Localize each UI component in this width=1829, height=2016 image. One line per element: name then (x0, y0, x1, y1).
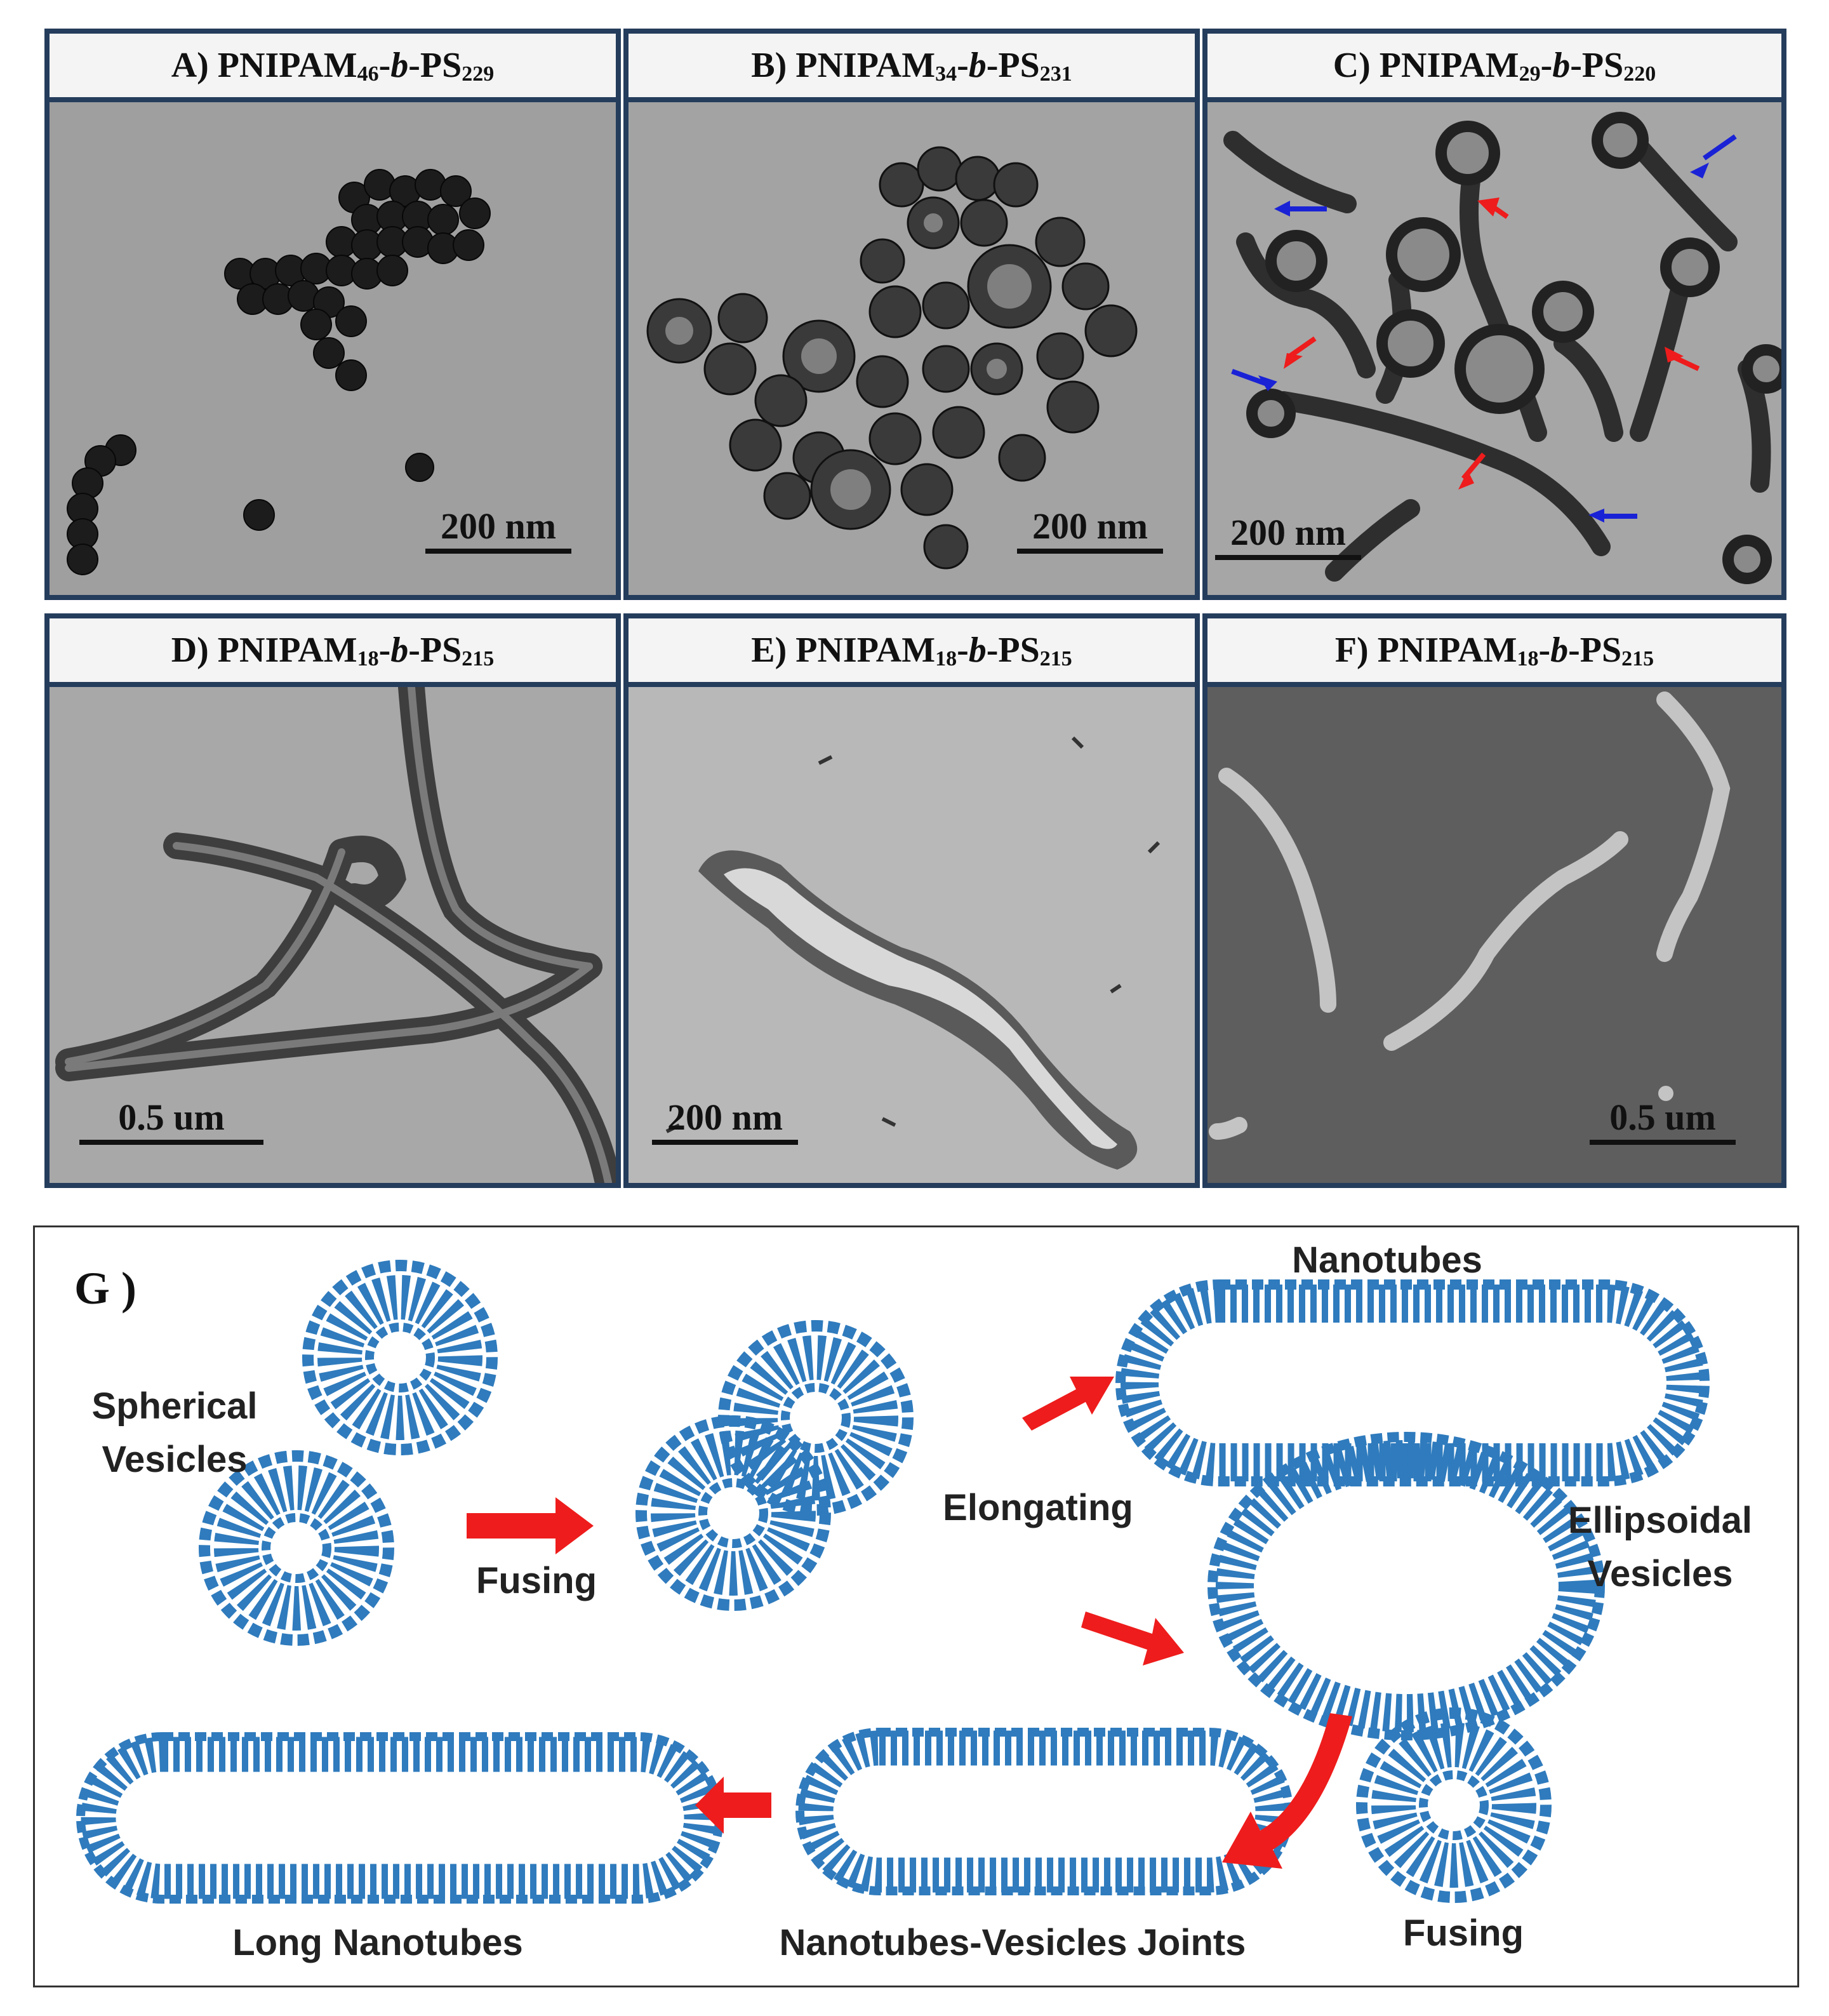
label-nanotubes: Nanotubes (1292, 1239, 1482, 1281)
scale-bar-f: 0.5 um (1590, 1096, 1736, 1145)
arrow-to-ellipsoidal (1081, 1612, 1184, 1666)
schematic-drawing (76, 1227, 1710, 1986)
long-nanotube-shape (81, 1737, 719, 1899)
arrow-to-nanotubes (1022, 1377, 1114, 1431)
scale-bar-c: 200 nm (1215, 511, 1361, 560)
nanotube-shape (1121, 1285, 1705, 1481)
label-fusing-1: Fusing (476, 1560, 597, 1601)
arrow-curved-fusing (1222, 1713, 1352, 1869)
spherical-vesicle-top (308, 1265, 492, 1450)
panel-d-micrograph (50, 687, 616, 1183)
nanotube-vesicle-joint-shape (798, 1730, 1291, 1893)
label-nanotubes-vesicles-joints: Nanotubes-Vesicles Joints (779, 1922, 1246, 1963)
panel-a-micrograph (50, 102, 616, 595)
panel-g-schematic: G ) Spherical Vesicles Fusing Elongating… (33, 1225, 1799, 1987)
scale-bar-a: 200 nm (425, 505, 571, 554)
panel-g-letter: G ) (74, 1263, 136, 1314)
scale-bar-e: 200 nm (652, 1096, 798, 1145)
scale-bar-d: 0.5 um (79, 1096, 263, 1145)
label-elongating: Elongating (943, 1487, 1133, 1528)
panel-f-micrograph (1207, 687, 1781, 1183)
panel-b-micrograph (629, 102, 1195, 595)
small-vesicle-fusing (1362, 1713, 1546, 1897)
label-fusing-2: Fusing (1402, 1913, 1524, 1954)
arrow-to-long-nanotubes (695, 1777, 771, 1834)
ellipsoidal-vesicle-shape (1216, 1440, 1597, 1732)
scale-bar-b: 200 nm (1017, 505, 1163, 554)
panel-c-micrograph (1207, 102, 1781, 595)
label-ellipsoidal-vesicles: Ellipsoidal Vesicles (1567, 1500, 1753, 1595)
label-long-nanotubes: Long Nanotubes (232, 1922, 523, 1963)
label-spherical-vesicles: Spherical Vesicles (91, 1385, 258, 1481)
panel-e-micrograph (629, 687, 1195, 1183)
arrow-fusing (467, 1497, 594, 1554)
